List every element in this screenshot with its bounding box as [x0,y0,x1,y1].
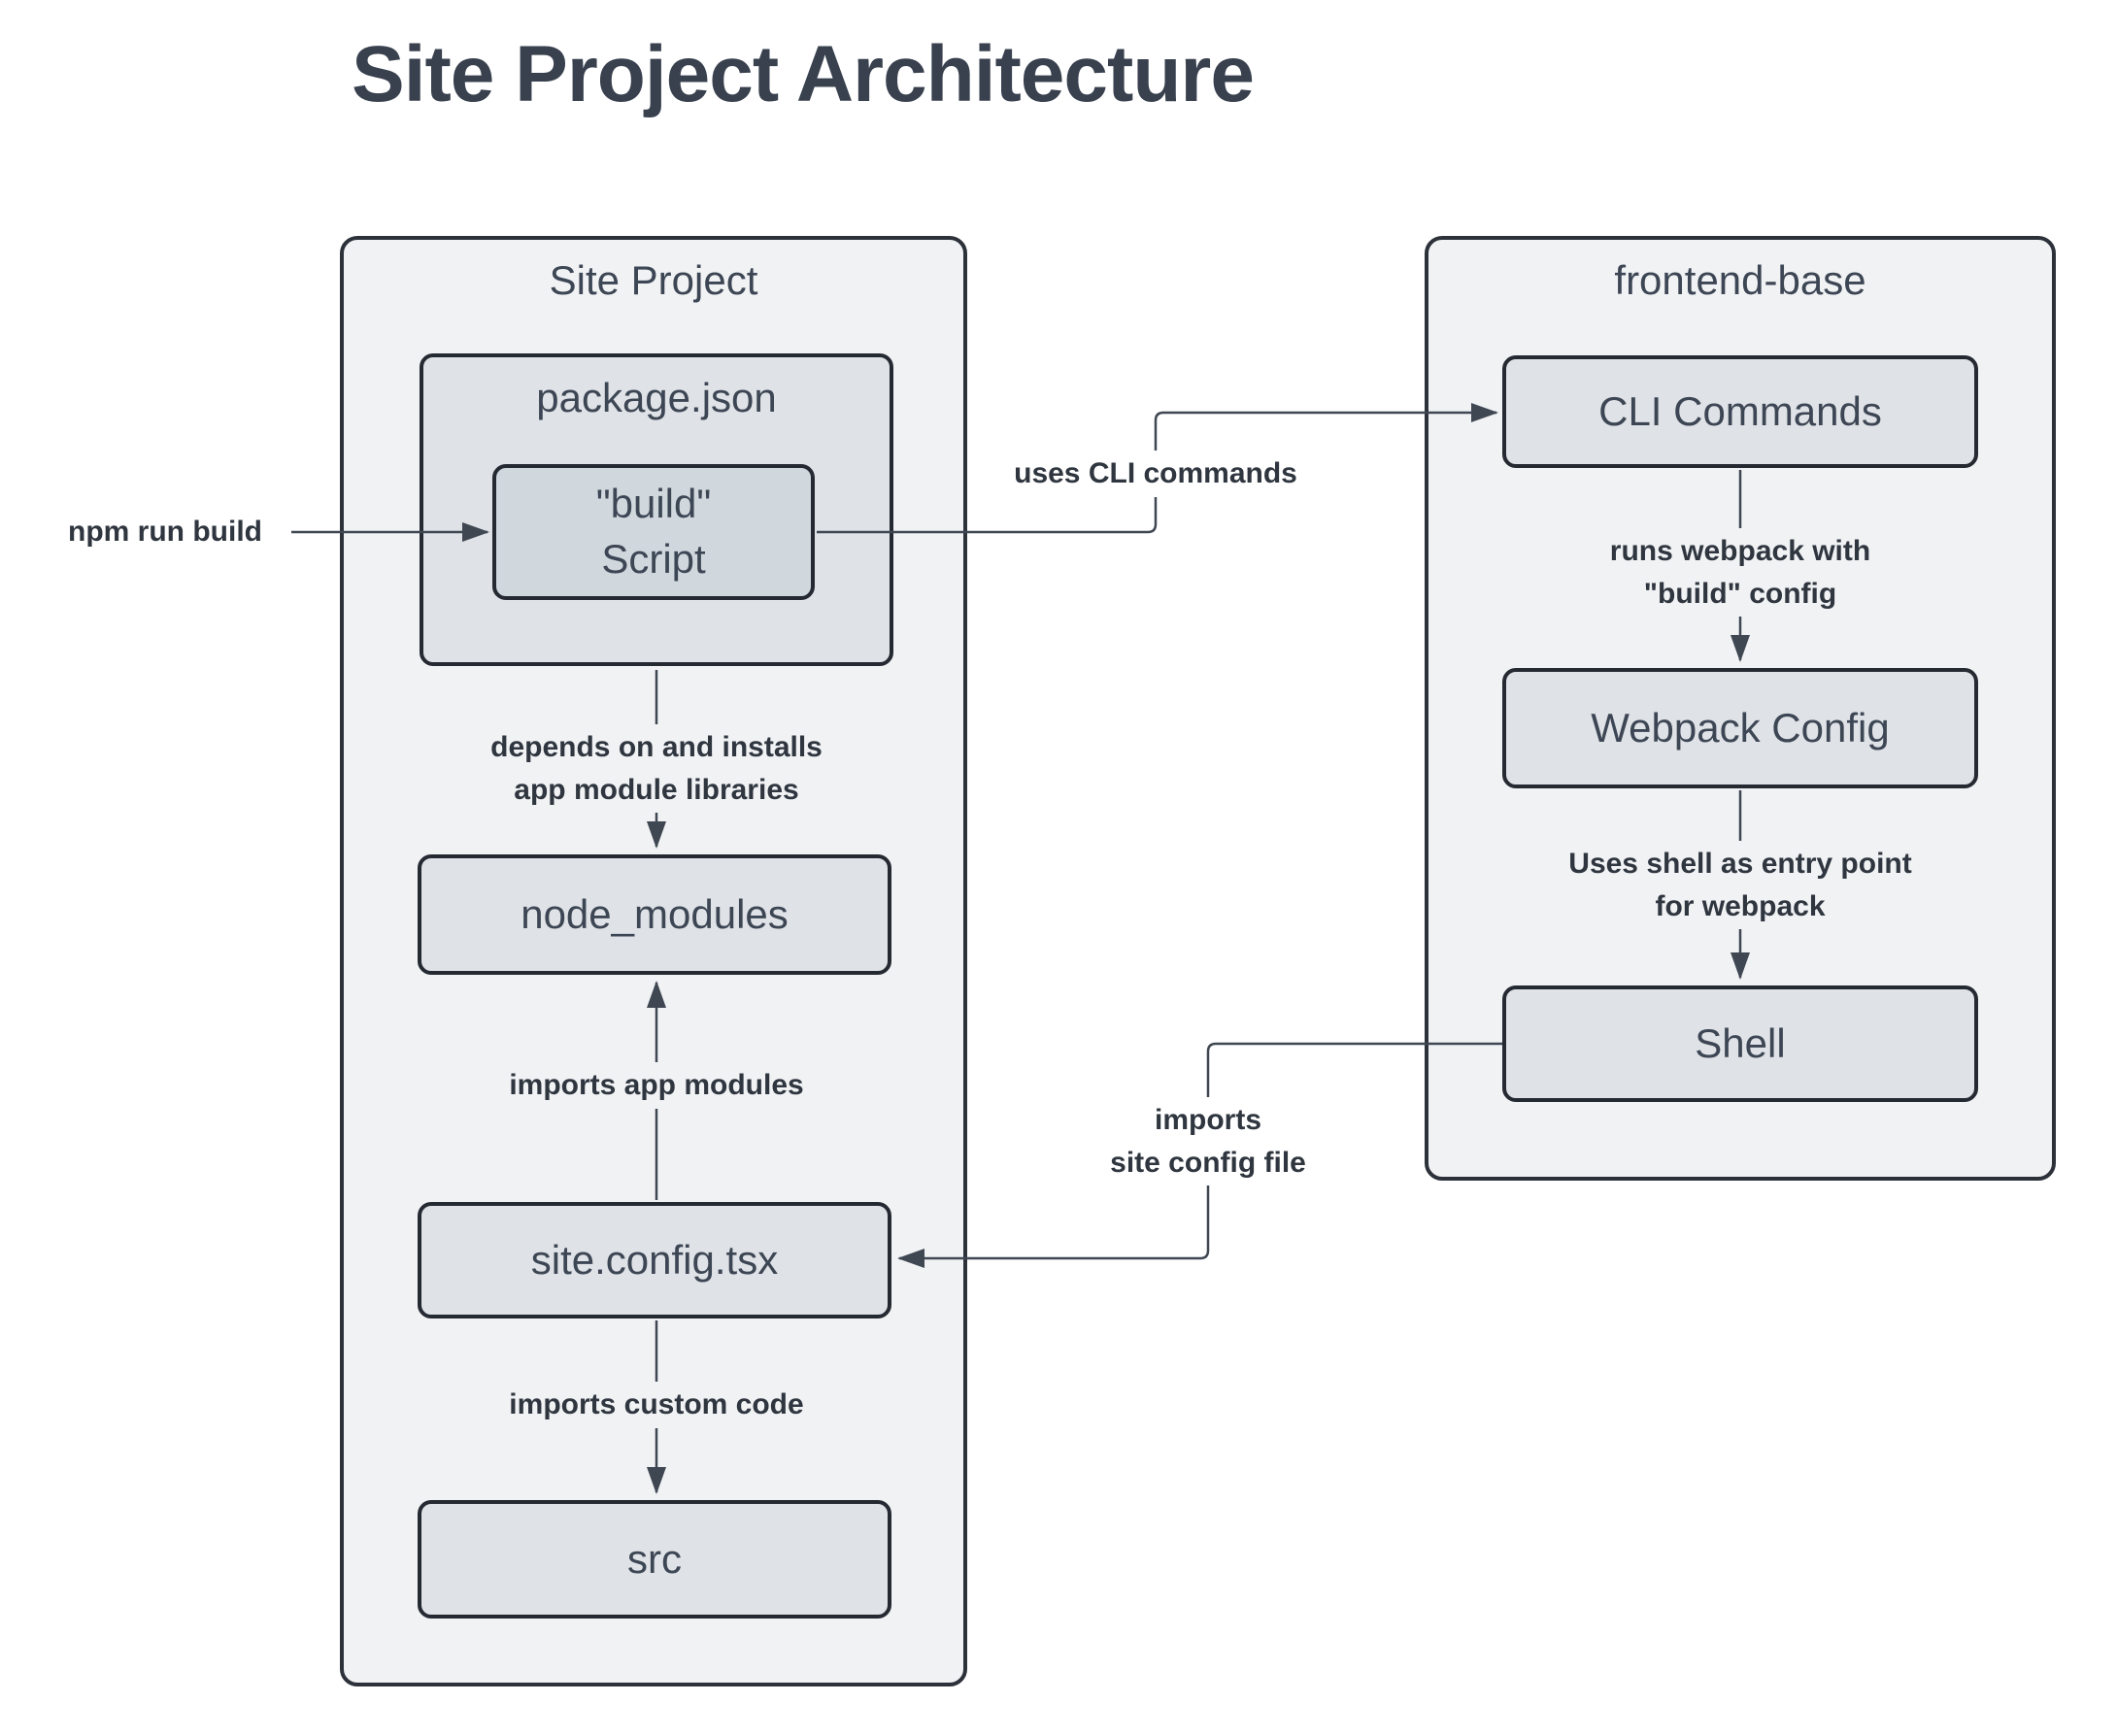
edge-label-runs-webpack-with-build-config: runs webpack with "build" config [1599,528,1881,617]
node-package-json-label: package.json [536,375,777,420]
node-shell: Shell [1502,985,1978,1102]
edge-label-uses-cli-commands: uses CLI commands [1004,451,1307,497]
node-src-label: src [627,1535,682,1582]
edge-label-imports-site-config-file: imports site config file [1100,1097,1316,1185]
edge-label-imports-custom-code: imports custom code [499,1382,814,1428]
container-site-project-label: Site Project [549,257,758,303]
edge-label-uses-shell-as-entry-point: Uses shell as entry point for webpack [1559,841,1922,929]
node-build-script-label: "build" Script [595,481,712,582]
node-node-modules: node_modules [418,854,891,975]
node-site-config-tsx-label: site.config.tsx [530,1236,779,1283]
node-cli-commands: CLI Commands [1502,355,1978,468]
page-title: Site Project Architecture [352,30,1255,118]
node-site-config-tsx: site.config.tsx [418,1202,891,1319]
edge-label-depends-on-installs: depends on and installs app module libra… [481,724,832,813]
node-cli-commands-label: CLI Commands [1598,387,1882,434]
edge-label-imports-app-modules: imports app modules [499,1062,814,1109]
node-shell-label: Shell [1695,1019,1786,1066]
node-webpack-config-label: Webpack Config [1591,704,1890,751]
container-frontend-base-label: frontend-base [1614,257,1866,303]
node-build-script: "build" Script [492,464,815,600]
node-webpack-config: Webpack Config [1502,668,1978,788]
node-node-modules-label: node_modules [521,890,789,937]
edge-label-npm-run-build: npm run build [58,509,272,555]
node-src: src [418,1500,891,1619]
